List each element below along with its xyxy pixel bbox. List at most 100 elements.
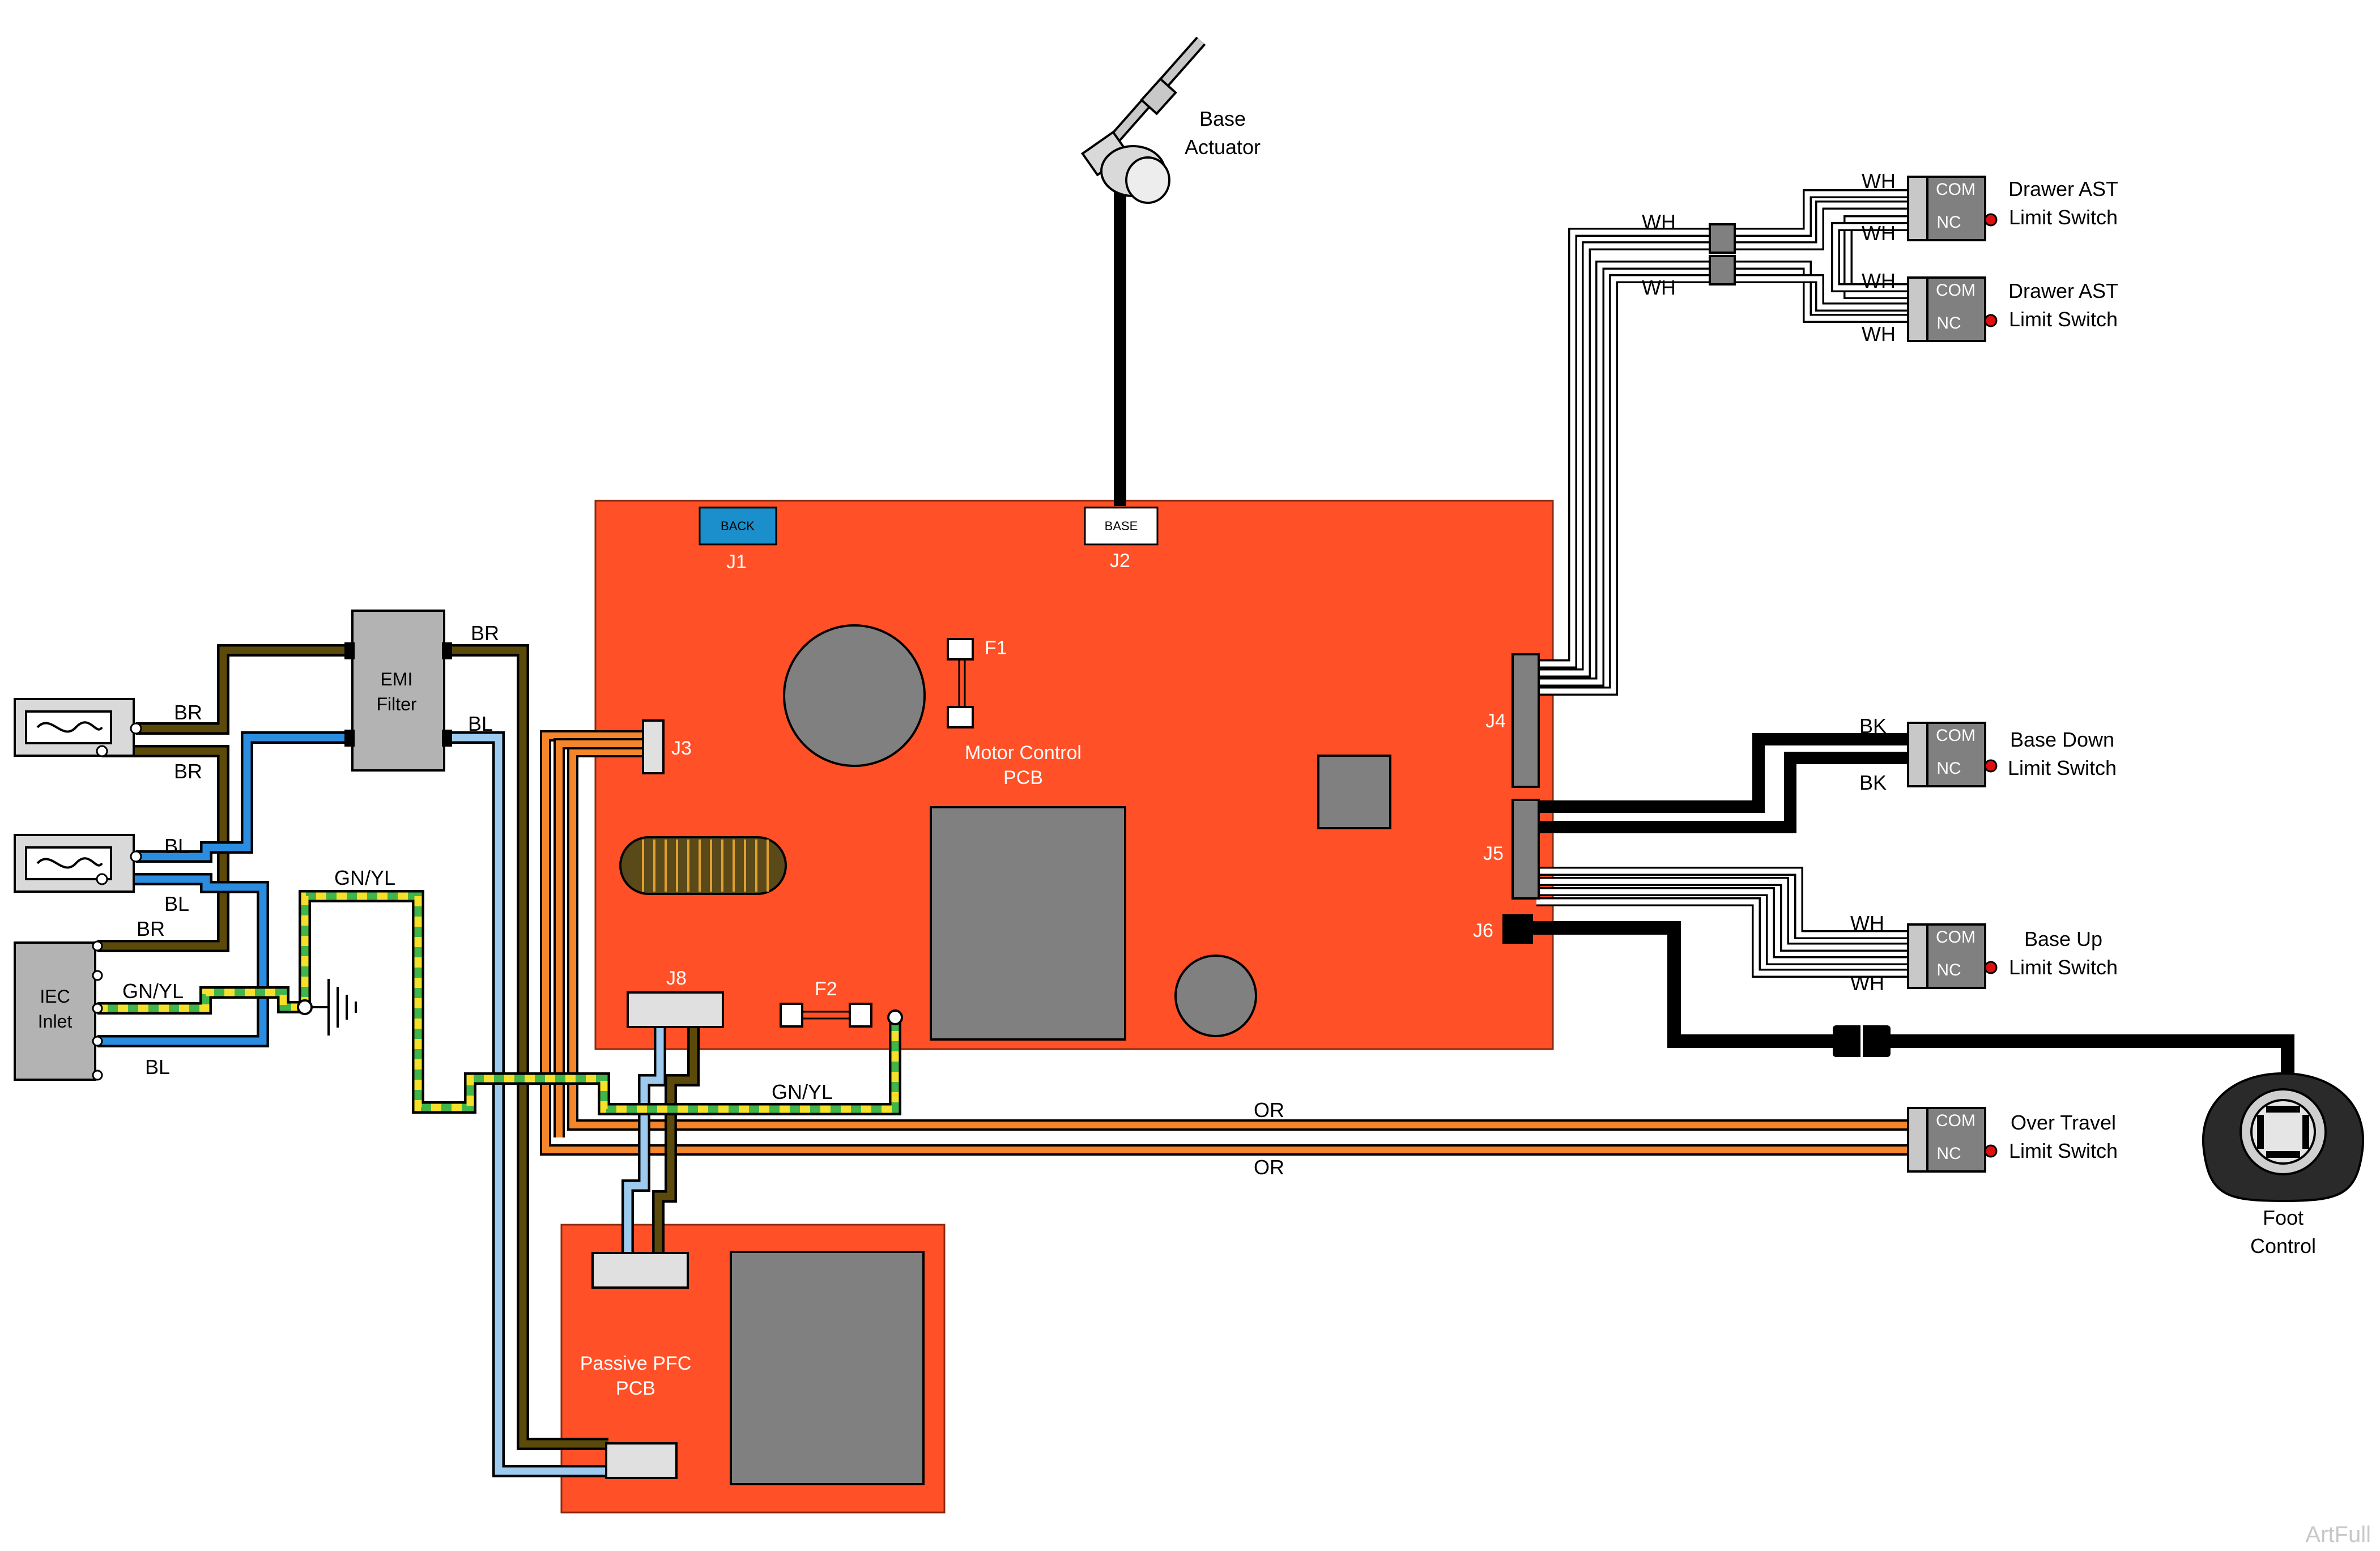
wire-white-j5	[1536, 867, 1926, 978]
connector-j2-label: J2	[1110, 550, 1130, 572]
connector-j1-back	[699, 506, 777, 546]
switch-com-label: COM	[1936, 281, 1975, 300]
limit-switch-base-up	[1907, 923, 1998, 989]
drawer-switch-1-label-1: Drawer AST	[2008, 177, 2118, 201]
limit-switch-base-down	[1907, 722, 1998, 787]
switch-nc-label: NC	[1936, 314, 1961, 333]
fuse-f1	[947, 638, 974, 728]
wire-label-wh-1: WH	[1642, 210, 1676, 233]
wire-label-br-2: BR	[174, 760, 202, 783]
wire-label-gnyl-2: GN/YL	[334, 866, 395, 889]
pfc-component-block	[730, 1251, 925, 1485]
connector-j4-label: J4	[1485, 710, 1506, 732]
capacitor-large	[783, 624, 926, 767]
connector-j8-label: J8	[666, 968, 687, 989]
f1-label: F1	[985, 637, 1007, 659]
wire-label-bk-1: BK	[1859, 714, 1887, 738]
wire-label-br-3: BR	[137, 917, 165, 940]
pfc-connector-top	[591, 1252, 689, 1289]
wire-label-bl-3: BL	[145, 1055, 170, 1079]
connector-j2-base	[1084, 506, 1159, 546]
motor-control-pcb-label-1: Motor Control	[965, 742, 1082, 764]
drawer-switch-2-label-1: Drawer AST	[2008, 279, 2118, 302]
pfc-pcb-label-1: Passive PFC	[580, 1353, 692, 1374]
wire-label-wh-8: WH	[1850, 971, 1884, 995]
fuse-f2	[780, 1003, 872, 1028]
limit-switch-over-travel	[1907, 1107, 1998, 1173]
base-actuator-label-2: Actuator	[1185, 135, 1261, 159]
wire-label-wh-5: WH	[1862, 269, 1896, 292]
ground-symbol	[297, 979, 357, 1036]
switch-com-label: COM	[1936, 928, 1975, 947]
pfc-pcb-label-2: PCB	[616, 1378, 655, 1399]
wire-label-wh-4: WH	[1862, 221, 1896, 245]
f2-label: F2	[815, 978, 837, 1000]
emi-filter-label-1: EMI	[381, 669, 413, 689]
wire-label-gnyl-3: GN/YL	[772, 1080, 833, 1103]
wire-label-gnyl-1: GN/YL	[122, 979, 184, 1003]
wire-label-br-1: BR	[174, 701, 202, 724]
switch-nc-label: NC	[1936, 1144, 1961, 1163]
inductor-coil	[619, 836, 787, 895]
watermark: ArtFull	[2305, 1522, 2371, 1547]
wire-light-blue	[448, 731, 666, 1477]
connector-j1-tag: BACK	[721, 519, 755, 533]
base-down-switch-label-1: Base Down	[2010, 728, 2114, 751]
base-up-switch-label-1: Base Up	[2024, 927, 2102, 951]
splice-connector-1	[1709, 223, 1736, 254]
wire-label-bk-2: BK	[1859, 771, 1887, 794]
wire-label-or-2: OR	[1254, 1156, 1284, 1179]
switch-nc-label: NC	[1936, 961, 1961, 979]
connector-j3	[642, 719, 665, 774]
wire-label-bl-4: BL	[468, 712, 493, 735]
wire-label-wh-2: WH	[1642, 276, 1676, 299]
drawer-switch-2-label-2: Limit Switch	[2009, 308, 2118, 331]
motor-control-pcb-label-2: PCB	[1003, 767, 1043, 789]
fuse-holder-2	[14, 834, 142, 893]
splice-connector-2	[1709, 255, 1736, 286]
ic-chip	[1317, 755, 1391, 829]
drawer-switch-1-label-2: Limit Switch	[2009, 206, 2118, 229]
emi-filter	[351, 610, 445, 772]
wire-label-wh-6: WH	[1862, 322, 1896, 346]
connector-j6	[1502, 914, 1533, 944]
iec-inlet-label-2: Inlet	[38, 1011, 73, 1032]
switch-com-label: COM	[1936, 1111, 1975, 1130]
connector-j8	[627, 991, 724, 1028]
base-down-switch-label-2: Limit Switch	[2008, 756, 2117, 779]
connector-j5	[1512, 799, 1540, 900]
wire-orange-j3	[540, 730, 1910, 1156]
iec-inlet-label-1: IEC	[40, 986, 70, 1007]
limit-switch-drawer-2	[1907, 276, 1998, 342]
connector-j3-label: J3	[671, 738, 692, 759]
base-actuator-label-1: Base	[1199, 107, 1246, 130]
wire-black-j5	[1536, 733, 1921, 833]
foot-control-label-1: Foot	[2263, 1206, 2304, 1229]
wire-label-or-1: OR	[1254, 1098, 1284, 1122]
wire-ground	[97, 890, 901, 1115]
wire-label-bl-2: BL	[164, 892, 189, 915]
over-travel-switch-label-2: Limit Switch	[2009, 1139, 2118, 1162]
limit-switch-drawer-1	[1907, 176, 1998, 241]
connector-j4	[1512, 653, 1540, 788]
ground-terminal	[887, 1009, 903, 1025]
switch-nc-label: NC	[1936, 759, 1961, 778]
connector-j6-label: J6	[1473, 920, 1493, 941]
capacitor-small	[1174, 955, 1257, 1037]
emi-filter-label-2: Filter	[376, 694, 416, 714]
switch-nc-label: NC	[1936, 213, 1961, 232]
switch-com-label: COM	[1936, 180, 1975, 199]
wire-label-br-4: BR	[471, 621, 499, 645]
wire-blue	[97, 731, 350, 1047]
foot-control-pedal	[2202, 1072, 2365, 1203]
wire-label-wh-7: WH	[1850, 911, 1884, 935]
wire-label-bl-1: BL	[164, 834, 189, 858]
connector-j2-tag: BASE	[1105, 519, 1138, 533]
over-travel-switch-label-1: Over Travel	[2011, 1111, 2116, 1134]
transformer-block	[930, 806, 1126, 1041]
switch-com-label: COM	[1936, 726, 1975, 745]
pfc-connector-bottom	[605, 1442, 678, 1479]
base-actuator	[1080, 36, 1206, 506]
wire-label-wh-3: WH	[1862, 169, 1896, 193]
